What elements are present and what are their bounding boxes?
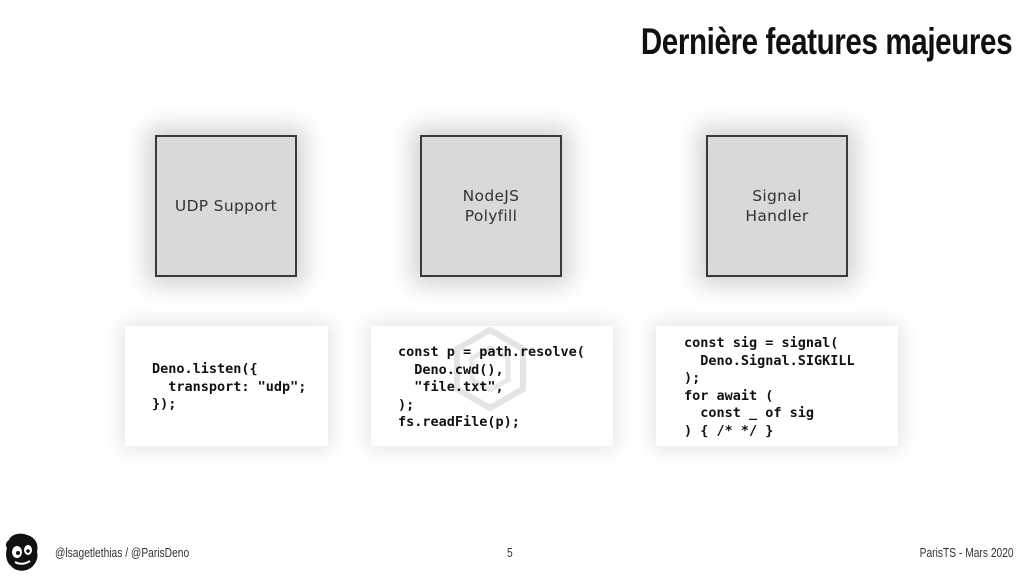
avatar-icon — [5, 533, 38, 571]
feature-label-udp-support: UDP Support — [174, 197, 278, 215]
nodejs-hexagon-icon — [454, 326, 526, 412]
slide-title: Dernière features majeures — [640, 21, 1013, 62]
footer-event: ParisTS - Mars 2020 — [920, 546, 1014, 560]
code-snippet-signal: const sig = signal( Deno.Signal.SIGKILL … — [684, 335, 855, 439]
code-card-udp: Deno.listen({ transport: "udp"; }); — [125, 326, 328, 446]
code-snippet-udp: Deno.listen({ transport: "udp"; }); — [152, 361, 307, 412]
code-card-nodejs: const p = path.resolve( Deno.cwd(), "fil… — [371, 326, 613, 446]
code-snippet-nodejs: const p = path.resolve( Deno.cwd(), "fil… — [398, 344, 585, 430]
feature-label-signal-handler: Signal Handler — [745, 187, 809, 225]
feature-box-udp-support: UDP Support — [155, 135, 297, 277]
footer-handles: @lsagetlethias / @ParisDeno — [55, 546, 190, 560]
code-card-signal: const sig = signal( Deno.Signal.SIGKILL … — [656, 326, 898, 446]
feature-box-signal-handler: Signal Handler — [706, 135, 848, 277]
feature-label-nodejs-polyfill: NodeJS Polyfill — [462, 187, 520, 225]
feature-box-nodejs-polyfill: NodeJS Polyfill — [420, 135, 562, 277]
page-number: 5 — [507, 546, 513, 560]
